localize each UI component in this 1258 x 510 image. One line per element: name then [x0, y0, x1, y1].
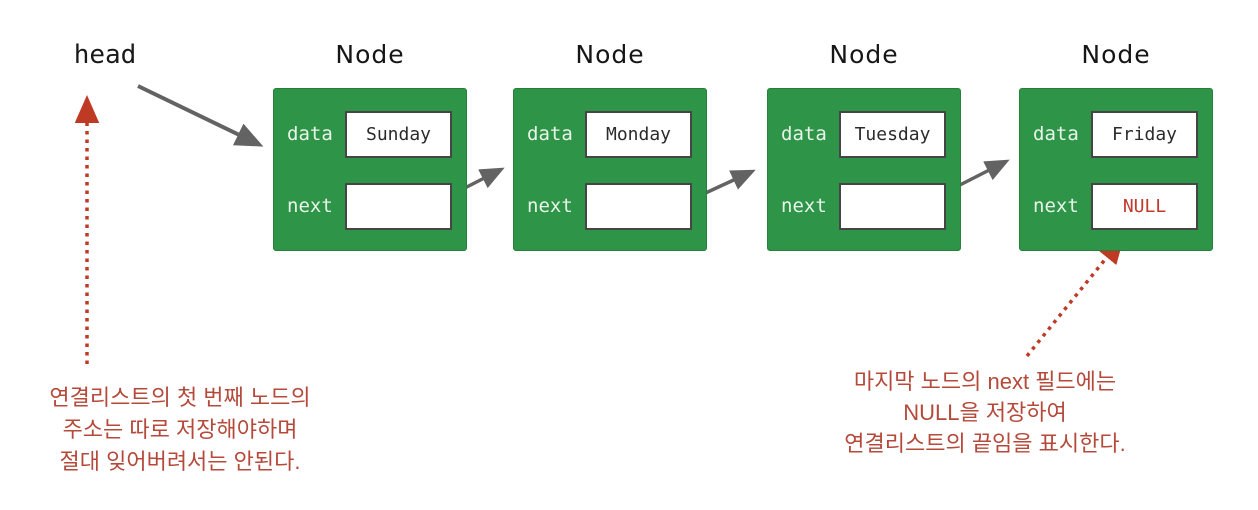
node-box-4: data Friday next NULL	[1019, 88, 1213, 251]
node-box-3: data Tuesday next	[767, 88, 961, 251]
next-value-box	[839, 183, 946, 230]
head-note: 연결리스트의 첫 번째 노드의 주소는 따로 저장해야하며 절대 잊어버려서는 …	[20, 382, 340, 478]
next-field-label: next	[781, 195, 827, 217]
data-value-box: Monday	[585, 111, 692, 158]
data-value-box: Sunday	[345, 111, 452, 158]
null-note-line: 연결리스트의 끝임을 표시한다.	[844, 431, 1126, 456]
next-null-value-box: NULL	[1091, 183, 1198, 230]
next-value-box	[345, 183, 452, 230]
data-field-label: data	[1033, 123, 1079, 145]
node-title: Node	[335, 40, 405, 69]
next-field-label: next	[1033, 195, 1079, 217]
head-note-line: 주소는 따로 저장해야하며	[62, 417, 298, 442]
data-field-label: data	[287, 123, 333, 145]
null-note-line: 마지막 노드의 next 필드에는	[853, 369, 1117, 394]
null-note-line: NULL을 저장하여	[903, 400, 1067, 425]
head-note-line: 연결리스트의 첫 번째 노드의	[49, 385, 311, 410]
null-note-dotted-arrow	[1025, 235, 1125, 358]
node-box-1: data Sunday next	[273, 88, 467, 251]
data-value-box: Tuesday	[839, 111, 946, 158]
node-title: Node	[829, 40, 899, 69]
next-field-label: next	[287, 195, 333, 217]
null-note: 마지막 노드의 next 필드에는 NULL을 저장하여 연결리스트의 끝임을 …	[815, 366, 1155, 459]
next-value-box	[585, 183, 692, 230]
data-field-label: data	[527, 123, 573, 145]
head-pointer-label: head	[73, 40, 137, 70]
head-note-line: 절대 잊어버려서는 안된다.	[59, 449, 301, 474]
node-title: Node	[575, 40, 645, 69]
next-field-label: next	[527, 195, 573, 217]
head-to-node1-arrow	[137, 84, 264, 147]
data-value-box: Friday	[1091, 111, 1198, 158]
data-field-label: data	[781, 123, 827, 145]
node-box-2: data Monday next	[513, 88, 707, 251]
node-title: Node	[1081, 40, 1151, 69]
